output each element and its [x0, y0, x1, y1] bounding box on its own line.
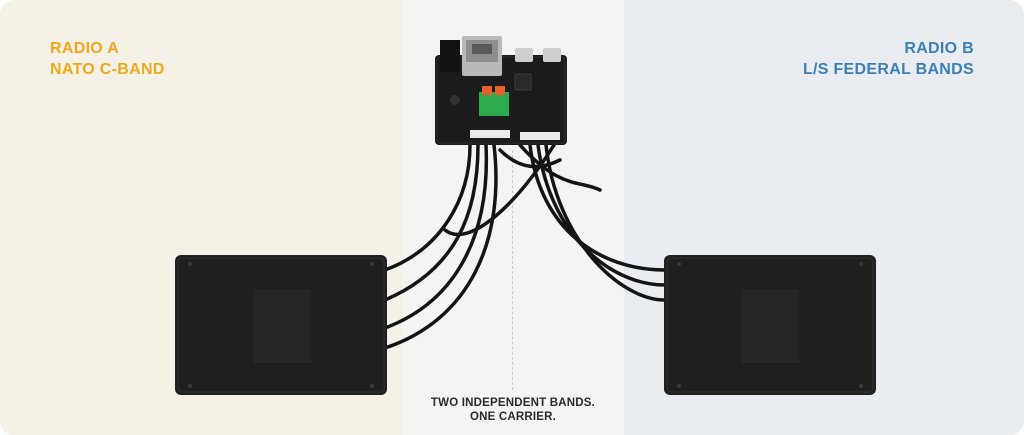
radio-a-title: RADIO A	[50, 40, 120, 57]
radio-b-title: RADIO B	[904, 40, 974, 57]
cable-bundle	[383, 143, 667, 350]
radio-b-label: RADIO B L/S FEDERAL BANDS	[803, 38, 974, 80]
power-jack	[440, 40, 460, 72]
caption-line-2: ONE CARRIER.	[469, 411, 557, 423]
caption: TWO INDEPENDENT BANDS. ONE CARRIER.	[402, 396, 624, 424]
usb-c-port	[543, 48, 561, 62]
radio-b-module	[664, 255, 876, 395]
center-divider	[512, 150, 513, 390]
usb-c-port	[515, 48, 533, 62]
radio-a-label: RADIO A NATO C-BAND	[50, 38, 165, 80]
caption-line-1: TWO INDEPENDENT BANDS.	[430, 397, 596, 409]
terminal-block	[479, 92, 509, 116]
radio-b-band: L/S FEDERAL BANDS	[802, 61, 974, 78]
controller-board	[435, 36, 567, 145]
radio-a-module	[175, 255, 387, 395]
radio-a-band: NATO C-BAND	[50, 61, 165, 78]
